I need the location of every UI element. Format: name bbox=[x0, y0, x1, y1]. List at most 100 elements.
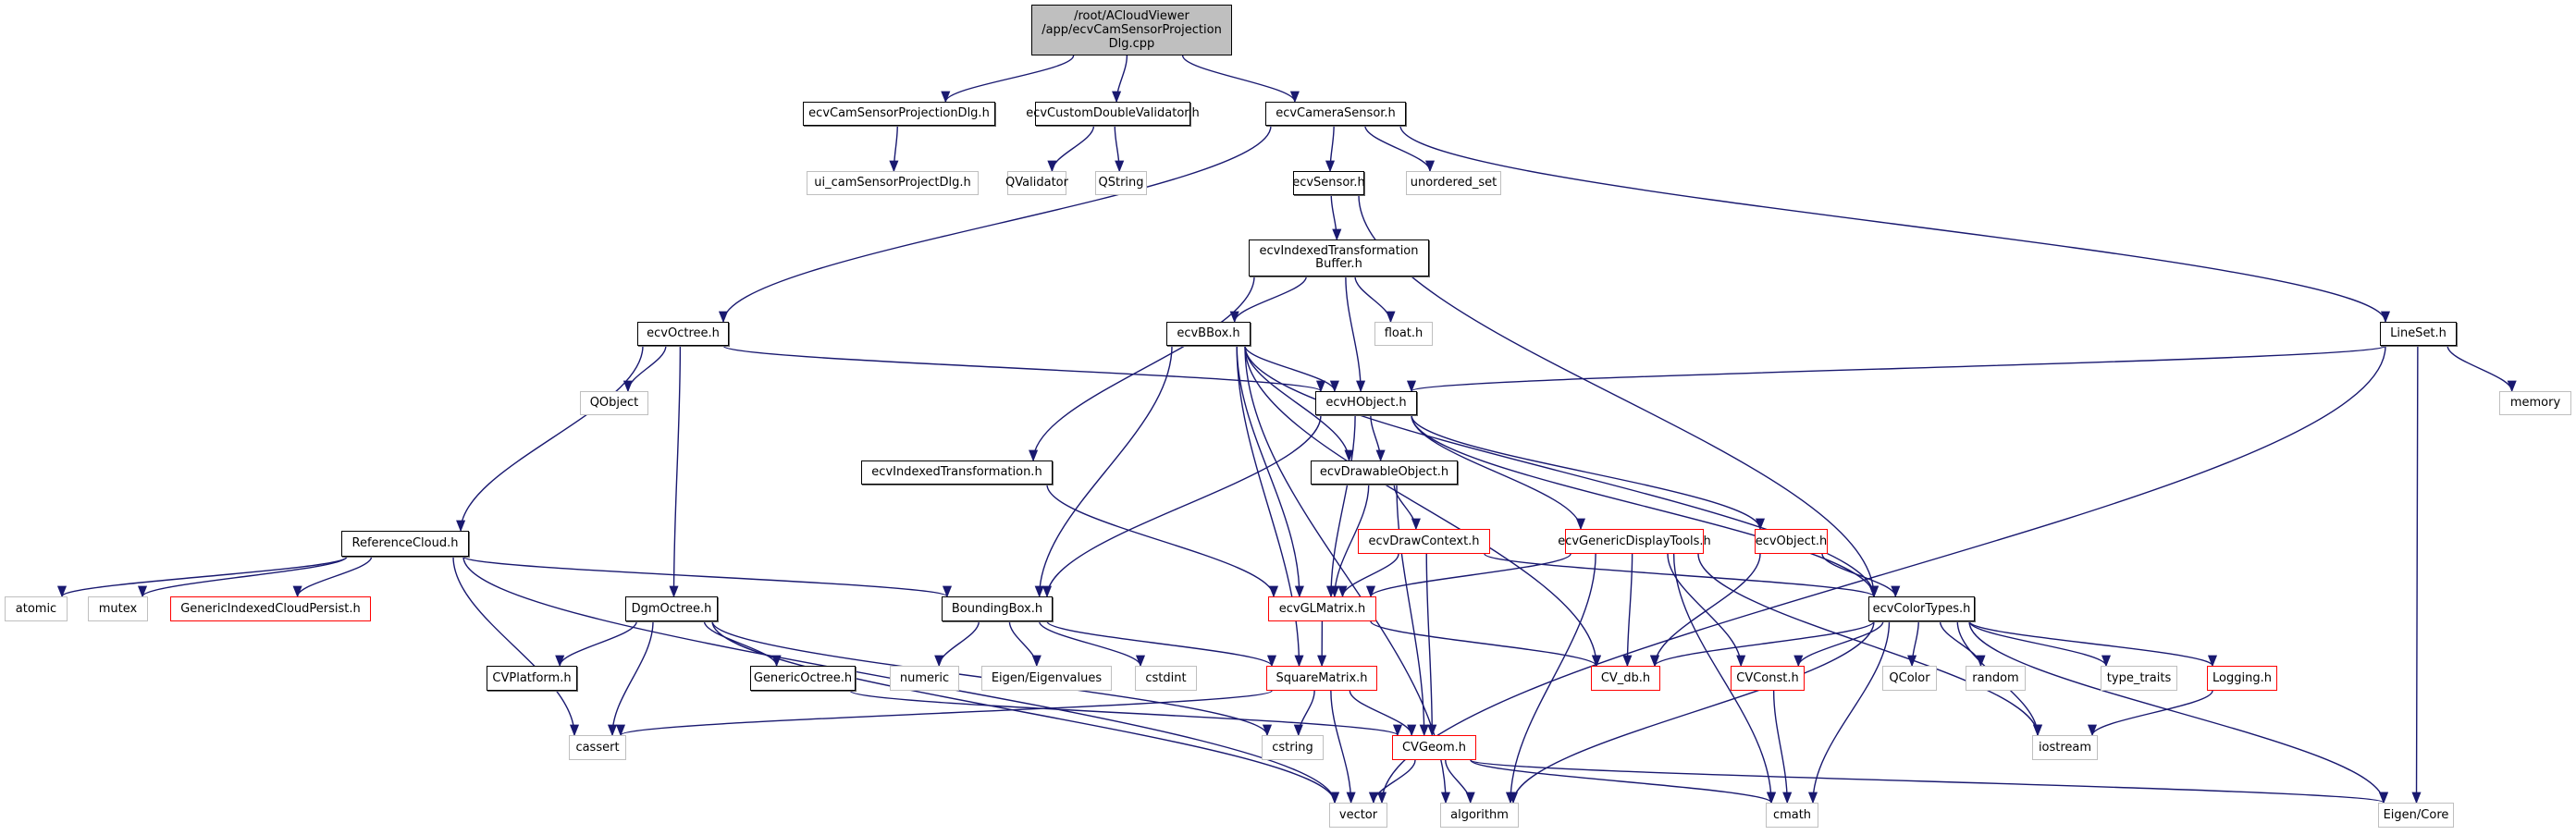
edge-itrans-to-glmatrix bbox=[1046, 484, 1278, 598]
edge-cvconst-to-cmath bbox=[1772, 690, 1793, 804]
node-label: float.h bbox=[1384, 326, 1424, 340]
edge-root-to-camsensor bbox=[1181, 55, 1300, 104]
graph-node-ui: ui_camSensorProjectDlg.h bbox=[807, 171, 979, 195]
edge-hobject-to-drawable bbox=[1370, 414, 1386, 462]
graph-node-qobject: QObject bbox=[580, 391, 648, 415]
graph-node-qcolor: QColor bbox=[1882, 666, 1937, 691]
graph-node-validator[interactable]: ecvCustomDoubleValidator.h bbox=[1026, 102, 1200, 126]
node-label: ui_camSensorProjectDlg.h bbox=[814, 176, 971, 190]
graph-node-glmatrix[interactable]: ecvGLMatrix.h bbox=[1268, 596, 1376, 621]
edge-genericoctree-to-cvgeom bbox=[849, 690, 1402, 737]
graph-node-cvdb[interactable]: CV_db.h bbox=[1591, 666, 1660, 691]
edge-refcloud-to-cassert bbox=[452, 556, 580, 737]
node-label: cstdint bbox=[1145, 670, 1187, 685]
node-label: Eigen/Eigenvalues bbox=[991, 670, 1103, 685]
node-label: CVGeom.h bbox=[1401, 740, 1467, 755]
node-label: CVConst.h bbox=[1736, 670, 1799, 685]
node-label: memory bbox=[2509, 396, 2561, 410]
graph-node-cassert: cassert bbox=[569, 735, 626, 760]
node-label: ReferenceCloud.h bbox=[351, 536, 459, 550]
node-label: LineSet.h bbox=[2390, 326, 2447, 340]
edge-gdt-to-cvdb bbox=[1622, 553, 1633, 668]
graph-node-bbox[interactable]: ecvBBox.h bbox=[1166, 322, 1251, 346]
graph-node-cvconst[interactable]: CVConst.h bbox=[1731, 666, 1805, 691]
edge-refcloud-to-atomic bbox=[57, 556, 348, 598]
node-label: CV_db.h bbox=[1600, 670, 1651, 685]
graph-node-atomic: atomic bbox=[5, 596, 68, 621]
node-label: ecvIndexedTransformation.h bbox=[871, 465, 1042, 479]
node-label: GenericOctree.h bbox=[753, 670, 853, 685]
edge-squarematrix-to-cstring bbox=[1293, 690, 1315, 737]
node-label: ecvDrawContext.h bbox=[1368, 534, 1480, 548]
edge-bbox-to-cvdb bbox=[1244, 345, 1602, 668]
edge-hobject-to-colortypes bbox=[1411, 414, 1879, 598]
graph-node-colortypes[interactable]: ecvColorTypes.h bbox=[1868, 596, 1975, 621]
graph-node-cstring: cstring bbox=[1262, 735, 1324, 760]
node-label: mutex bbox=[98, 601, 138, 616]
graph-node-boundingbox[interactable]: BoundingBox.h bbox=[942, 596, 1053, 621]
edge-itb-to-bbox bbox=[1229, 276, 1307, 324]
graph-node-cvplatform[interactable]: CVPlatform.h bbox=[487, 666, 577, 691]
edge-dgm-to-cvplatform bbox=[555, 620, 637, 668]
node-label: atomic bbox=[15, 601, 57, 616]
graph-node-cvgeom[interactable]: CVGeom.h bbox=[1392, 735, 1476, 760]
edge-colortypes-to-cvconst bbox=[1793, 620, 1884, 668]
graph-node-logging[interactable]: Logging.h bbox=[2207, 666, 2277, 691]
graph-node-drawctx[interactable]: ecvDrawContext.h bbox=[1358, 529, 1490, 554]
edge-squarematrix-to-cvgeom bbox=[1349, 690, 1417, 737]
graph-node-gicp[interactable]: GenericIndexedCloudPersist.h bbox=[170, 596, 371, 621]
edge-refcloud-to-boundingbox bbox=[462, 556, 952, 598]
edge-camsensor-to-sensor bbox=[1325, 125, 1336, 173]
node-label: ecvObject.h bbox=[1755, 534, 1828, 548]
edge-colortypes-to-cmath bbox=[1807, 620, 1891, 804]
edge-colortypes-to-algorithm bbox=[1509, 620, 1875, 804]
graph-node-memory: memory bbox=[2499, 391, 2571, 415]
edge-boundingbox-to-numeric bbox=[934, 620, 980, 668]
graph-node-dgm[interactable]: DgmOctree.h bbox=[625, 596, 718, 621]
graph-node-camdlg[interactable]: ecvCamSensorProjectionDlg.h bbox=[803, 102, 995, 126]
graph-node-sensor[interactable]: ecvSensor.h bbox=[1292, 171, 1365, 195]
graph-node-octree[interactable]: ecvOctree.h bbox=[637, 322, 729, 346]
graph-node-float: float.h bbox=[1374, 322, 1433, 346]
edge-hobject-to-boundingbox bbox=[1042, 414, 1322, 598]
graph-node-camsensor[interactable]: ecvCameraSensor.h bbox=[1265, 102, 1406, 126]
edge-gdt-to-glmatrix bbox=[1366, 553, 1571, 598]
graph-node-drawable[interactable]: ecvDrawableObject.h bbox=[1311, 460, 1458, 485]
edge-itb-to-hobject bbox=[1345, 276, 1366, 393]
node-label: ecvBBox.h bbox=[1177, 326, 1240, 340]
graph-node-gdt[interactable]: ecvGenericDisplayTools.h bbox=[1558, 529, 1711, 554]
graph-node-vector: vector bbox=[1329, 803, 1387, 828]
node-label: ecvDrawableObject.h bbox=[1319, 465, 1449, 479]
edge-squarematrix-to-vector bbox=[1330, 690, 1356, 804]
edge-gdt-to-cvconst bbox=[1667, 553, 1746, 668]
edge-lineset-to-memory bbox=[2447, 345, 2517, 393]
edge-camsensor-to-lineset bbox=[1399, 125, 2390, 324]
node-label: QString bbox=[1098, 176, 1144, 190]
edge-colortypes-to-logging bbox=[1968, 620, 2217, 668]
edge-drawable-to-drawctx bbox=[1393, 484, 1421, 531]
edge-lineset-to-eigencore bbox=[2411, 345, 2422, 804]
graph-node-lineset[interactable]: LineSet.h bbox=[2380, 322, 2457, 346]
node-label: algorithm bbox=[1450, 807, 1509, 822]
graph-node-genericoctree[interactable]: GenericOctree.h bbox=[750, 666, 856, 691]
edge-drawctx-to-cvgeom bbox=[1425, 553, 1437, 737]
graph-node-itb[interactable]: ecvIndexedTransformation Buffer.h bbox=[1249, 239, 1429, 276]
graph-node-root: /root/ACloudViewer /app/ecvCamSensorProj… bbox=[1031, 5, 1232, 55]
edge-object-to-cvdb bbox=[1649, 553, 1761, 668]
graph-node-object[interactable]: ecvObject.h bbox=[1755, 529, 1828, 554]
graph-node-itrans[interactable]: ecvIndexedTransformation.h bbox=[861, 460, 1053, 485]
node-label: unordered_set bbox=[1410, 176, 1498, 190]
edge-cvgeom-to-cmath bbox=[1470, 759, 1776, 804]
edge-sensor-to-itb bbox=[1330, 194, 1342, 241]
edge-lineset-to-vector bbox=[1377, 345, 2386, 804]
graph-node-squarematrix[interactable]: SquareMatrix.h bbox=[1266, 666, 1377, 691]
graph-node-refcloud[interactable]: ReferenceCloud.h bbox=[341, 531, 469, 557]
edge-itb-to-itrans bbox=[1029, 276, 1255, 462]
graph-node-hobject[interactable]: ecvHObject.h bbox=[1315, 391, 1417, 415]
edge-glmatrix-to-cvdb bbox=[1370, 620, 1601, 668]
graph-node-qvalidator: QValidator bbox=[1005, 171, 1068, 195]
edge-colortypes-to-eigencore bbox=[1968, 620, 2388, 804]
edge-bbox-to-boundingbox bbox=[1034, 345, 1173, 598]
edge-bbox-to-colortypes bbox=[1244, 345, 1879, 598]
